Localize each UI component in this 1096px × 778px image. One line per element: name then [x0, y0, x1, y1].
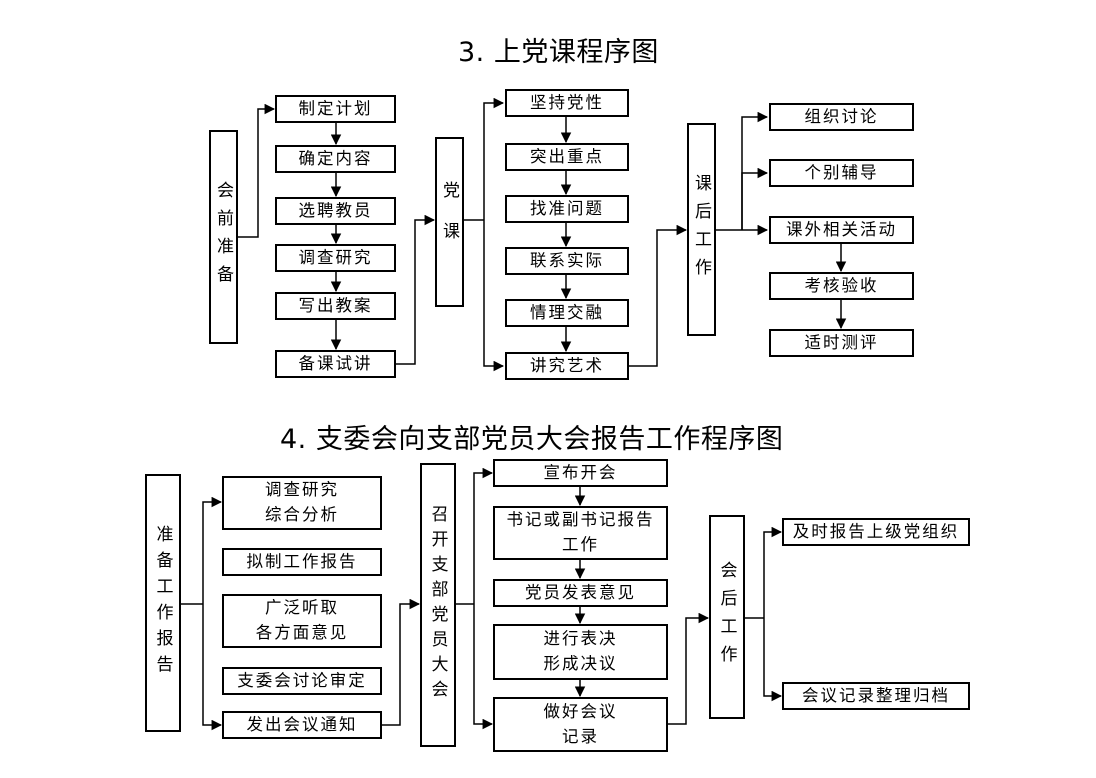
meeting-step-secretary-report: 书记或副书记报告 工作: [493, 506, 668, 560]
meeting-step-vote-resolution: 进行表决 形成决议: [493, 624, 668, 680]
prep-step-lesson-plan: 写出教案: [275, 292, 396, 320]
branch-general-meeting-label: 召开支部党员大会: [427, 505, 448, 705]
after-step-evaluation: 适时测评: [769, 329, 914, 357]
party-lecture-box: 党课: [435, 137, 464, 307]
post-step-archive-minutes: 会议记录整理归档: [782, 682, 970, 710]
lecture-step-connect-reality: 联系实际: [505, 247, 629, 275]
party-lecture-label: 党课: [439, 181, 459, 263]
after-step-discussion: 组织讨论: [769, 103, 914, 131]
branch-general-meeting-box: 召开支部党员大会: [420, 463, 456, 747]
post-meeting-work-box: 会后工作: [709, 515, 745, 719]
after-step-tutoring: 个别辅导: [769, 159, 914, 187]
pre-class-preparation-label: 会前准备: [213, 181, 233, 293]
section-4-title: 4. 支委会向支部党员大会报告工作程序图: [280, 424, 784, 455]
after-class-work-label: 课后工作: [691, 173, 711, 286]
lecture-step-key-points: 突出重点: [505, 143, 629, 171]
report-prep-committee-review: 支委会讨论审定: [222, 667, 382, 695]
report-prep-draft-report: 拟制工作报告: [222, 548, 382, 576]
post-step-report-superior: 及时报告上级党组织: [782, 518, 970, 546]
lecture-step-art: 讲究艺术: [505, 352, 629, 380]
prep-step-plan: 制定计划: [275, 95, 396, 123]
after-step-assessment: 考核验收: [769, 272, 914, 300]
after-class-work-box: 课后工作: [687, 123, 716, 336]
prepare-report-box: 准备工作报告: [145, 474, 181, 732]
report-prep-gather-opinions: 广泛听取 各方面意见: [222, 594, 382, 648]
after-step-activities: 课外相关活动: [769, 216, 914, 244]
prep-step-research: 调查研究: [275, 244, 396, 272]
section-3-title: 3. 上党课程序图: [458, 37, 659, 68]
post-meeting-work-label: 会后工作: [716, 561, 737, 673]
pre-class-preparation-box: 会前准备: [209, 130, 238, 344]
lecture-step-find-problems: 找准问题: [505, 195, 629, 223]
report-prep-meeting-notice: 发出会议通知: [222, 711, 382, 739]
lecture-step-emotion-reason: 情理交融: [505, 299, 629, 327]
meeting-step-open: 宣布开会: [493, 459, 668, 487]
prep-step-select-instructor: 选聘教员: [275, 197, 396, 225]
meeting-step-record: 做好会议 记录: [493, 697, 668, 752]
prep-step-trial-lecture: 备课试讲: [275, 350, 396, 378]
prepare-report-label: 准备工作报告: [152, 525, 173, 681]
report-prep-research-analysis: 调查研究 综合分析: [222, 476, 382, 530]
meeting-step-member-opinions: 党员发表意见: [493, 579, 668, 607]
lecture-step-party-spirit: 坚持党性: [505, 89, 629, 117]
prep-step-content: 确定内容: [275, 145, 396, 173]
